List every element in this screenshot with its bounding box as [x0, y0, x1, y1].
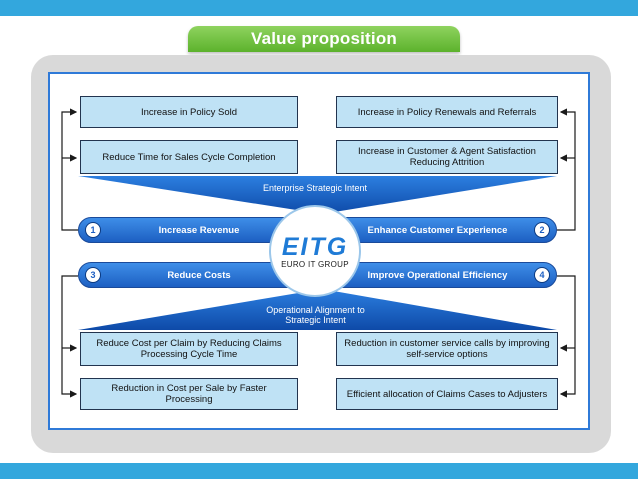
strategic-intent-funnel	[78, 176, 557, 214]
top-accent-bar	[0, 0, 638, 16]
strategic-intent-label: Enterprise Strategic Intent	[262, 183, 368, 193]
box-reduce-cost-per-claim: Reduce Cost per Claim by Reducing Claims…	[80, 332, 298, 366]
box-claims-allocation: Efficient allocation of Claims Cases to …	[336, 378, 558, 410]
objective-number: 4	[534, 267, 550, 283]
operational-alignment-funnel	[78, 289, 557, 330]
objective-label: Reduce Costs	[167, 269, 231, 281]
eitg-logo: EITG EURO IT GROUP	[269, 205, 361, 297]
slide-title: Value proposition	[188, 26, 460, 52]
slide-title-text: Value proposition	[250, 29, 398, 48]
objective-number: 3	[85, 267, 101, 283]
objective-reduce-costs: 3 Reduce Costs	[78, 262, 298, 288]
objective-label: Improve Operational Efficiency	[367, 269, 508, 281]
logo-subtitle: EURO IT GROUP	[281, 259, 349, 269]
box-customer-satisfaction: Increase in Customer & Agent Satisfactio…	[336, 140, 558, 174]
left-connector	[61, 108, 78, 398]
right-connector	[557, 108, 576, 398]
box-reduce-sales-cycle: Reduce Time for Sales Cycle Completion	[80, 140, 298, 174]
box-increase-policy-sold: Increase in Policy Sold	[80, 96, 298, 128]
box-reduce-cost-per-sale: Reduction in Cost per Sale by Faster Pro…	[80, 378, 298, 410]
objective-increase-revenue: 1 Increase Revenue	[78, 217, 298, 243]
objective-operational-efficiency: Improve Operational Efficiency 4	[340, 262, 557, 288]
bottom-accent-bar	[0, 463, 638, 479]
operational-alignment-label: Operational Alignment to Strategic Inten…	[266, 305, 365, 325]
objective-label: Enhance Customer Experience	[367, 224, 508, 236]
logo-mark: EITG	[281, 232, 349, 261]
objective-number: 2	[534, 222, 550, 238]
objective-enhance-customer-experience: Enhance Customer Experience 2	[340, 217, 557, 243]
box-policy-renewals: Increase in Policy Renewals and Referral…	[336, 96, 558, 128]
objective-number: 1	[85, 222, 101, 238]
objective-label: Increase Revenue	[158, 224, 240, 236]
box-reduce-service-calls: Reduction in customer service calls by i…	[336, 332, 558, 366]
